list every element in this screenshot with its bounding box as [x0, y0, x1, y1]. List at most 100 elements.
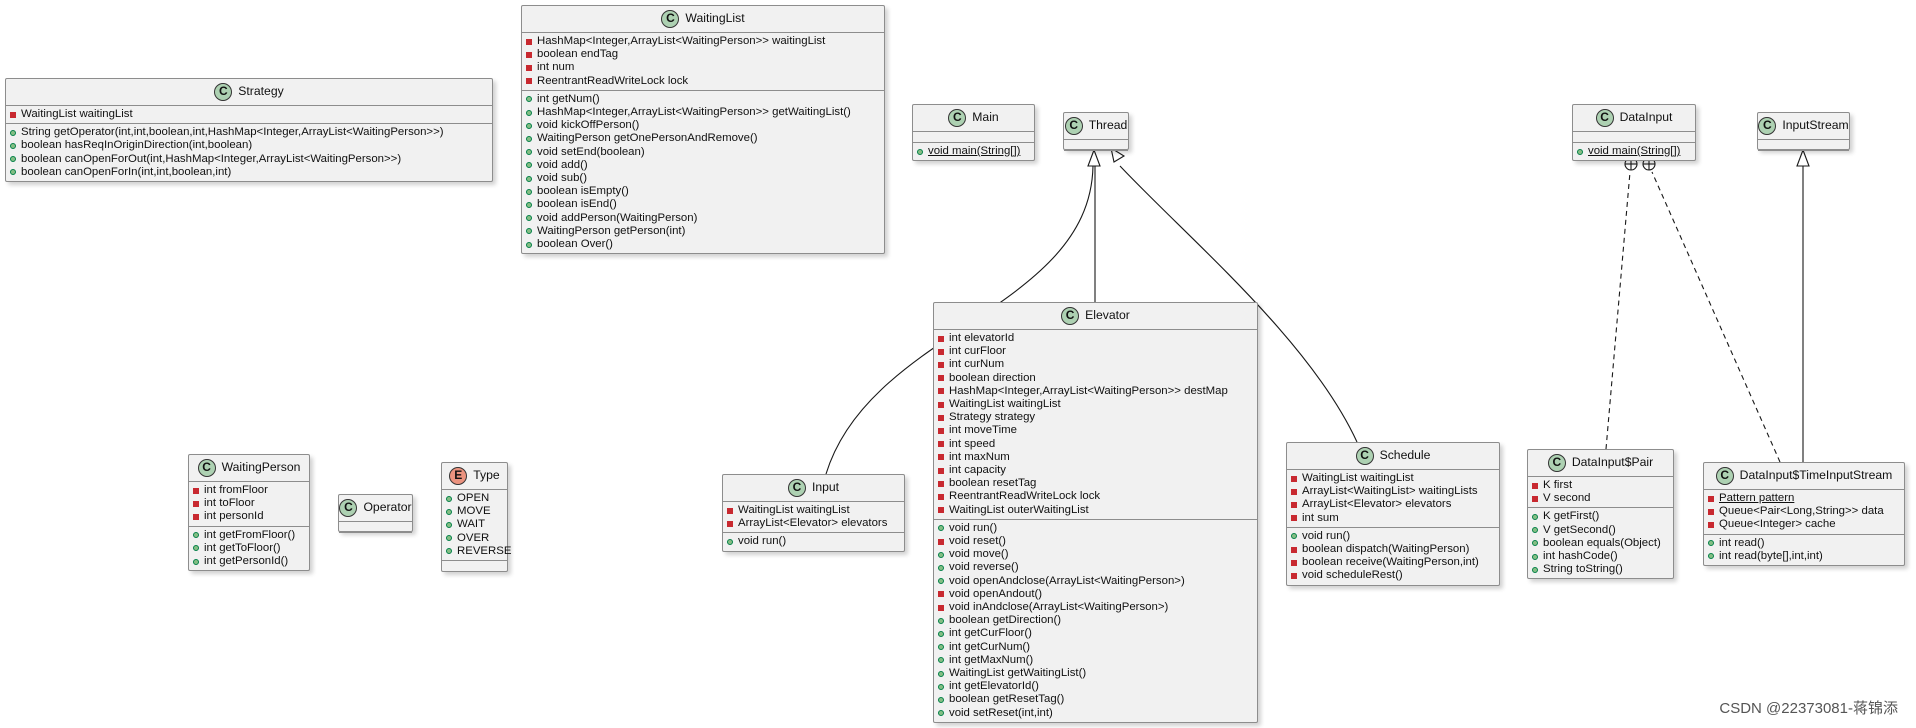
class-main[interactable]: C Main void main(String[])	[912, 104, 1035, 162]
private-visibility-icon	[1708, 522, 1714, 528]
method-row: void run()	[938, 522, 1253, 535]
public-visibility-icon	[10, 143, 16, 149]
private-visibility-icon	[1291, 475, 1297, 482]
methods-section: void main(String[])	[913, 142, 1034, 160]
method-text: void reset()	[949, 535, 1006, 548]
relation-schedule-extends-thread	[1119, 165, 1358, 443]
field-row: boolean direction	[938, 372, 1253, 385]
field-text: int toFloor	[204, 497, 255, 510]
class-stereotype-icon: C	[1758, 117, 1777, 135]
class-stereotype-icon: C	[948, 109, 967, 127]
field-text: ArrayList<WaitingList> waitingLists	[1302, 485, 1478, 498]
methods-section: int read()int read(byte[],int,int)	[1704, 533, 1904, 565]
field-text: int moveTime	[949, 424, 1017, 437]
method-row: int read()	[1708, 537, 1900, 550]
field-row: int capacity	[938, 464, 1253, 477]
field-row: OPEN	[446, 492, 503, 505]
method-text: int getMaxNum()	[949, 653, 1034, 666]
methods-section: int getFromFloor()int getToFloor()int ge…	[189, 525, 309, 571]
class-name: WaitingList	[685, 11, 745, 26]
public-visibility-icon	[1708, 553, 1714, 560]
method-text: WaitingPerson getOnePersonAndRemove()	[537, 132, 758, 145]
method-row: boolean hasReqInOriginDirection(int,bool…	[10, 139, 488, 152]
method-row: boolean equals(Object)	[1532, 537, 1669, 550]
class-name: DataInput$Pair	[1571, 455, 1654, 470]
field-text: ArrayList<Elevator> elevators	[738, 517, 888, 530]
public-visibility-icon	[938, 631, 944, 638]
method-row: boolean Over()	[526, 238, 880, 251]
private-visibility-icon	[727, 520, 733, 527]
private-visibility-icon	[526, 65, 532, 71]
method-text: void reverse()	[949, 561, 1019, 574]
methods-section	[1758, 150, 1849, 161]
method-row: String getOperator(int,int,boolean,int,H…	[10, 126, 488, 139]
private-visibility-icon	[526, 51, 532, 58]
class-name: Main	[972, 110, 999, 125]
field-text: boolean resetTag	[949, 477, 1037, 490]
field-row: REVERSE	[446, 545, 511, 558]
method-text: void run()	[949, 521, 998, 534]
public-visibility-icon	[938, 644, 944, 651]
field-row: MOVE	[446, 505, 503, 518]
private-visibility-icon	[938, 414, 944, 421]
private-visibility-icon	[938, 375, 944, 382]
private-visibility-icon	[938, 494, 944, 501]
method-text: boolean hasReqInOriginDirection(int,bool…	[21, 139, 253, 152]
field-text: boolean direction	[949, 371, 1036, 384]
public-visibility-icon	[1577, 148, 1583, 155]
method-text: int read()	[1719, 536, 1765, 549]
fields-section: WaitingList waitingList	[6, 105, 492, 123]
method-row: int getToFloor()	[193, 542, 305, 555]
field-row: HashMap<Integer,ArrayList<WaitingPerson>…	[526, 35, 880, 48]
public-visibility-icon	[10, 156, 16, 163]
method-row: int getCurFloor()	[938, 627, 1253, 640]
private-visibility-icon	[1291, 502, 1297, 508]
public-visibility-icon	[193, 558, 199, 565]
method-text: boolean getResetTag()	[949, 693, 1065, 706]
public-visibility-icon	[938, 578, 944, 585]
public-visibility-icon	[938, 697, 944, 704]
method-row: void reset()	[938, 535, 1253, 548]
method-row: WaitingList getWaitingList()	[938, 667, 1253, 680]
private-visibility-icon	[526, 78, 532, 85]
private-visibility-icon	[938, 480, 944, 487]
method-text: boolean canOpenForOut(int,HashMap<Intege…	[21, 152, 402, 165]
method-row: void main(String[])	[1577, 145, 1691, 158]
private-visibility-icon	[1708, 508, 1714, 515]
watermark: CSDN @22373081-蒋锦添	[1719, 700, 1898, 717]
inheritance-arrowhead	[1796, 148, 1810, 167]
method-row: void run()	[1291, 530, 1495, 543]
field-text: int sum	[1302, 511, 1339, 524]
field-row: OVER	[446, 532, 503, 545]
fields-section	[1758, 139, 1849, 150]
field-text: WaitingList outerWaitingList	[949, 503, 1089, 516]
method-row: int hashCode()	[1532, 550, 1669, 563]
public-visibility-icon	[446, 508, 452, 515]
method-text: void setReset(int,int)	[949, 706, 1053, 719]
method-row: V getSecond()	[1532, 524, 1669, 537]
field-row: WaitingList waitingList	[727, 504, 900, 517]
field-row: Queue<Integer> cache	[1708, 518, 1900, 531]
field-row: ReentrantReadWriteLock lock	[526, 75, 880, 88]
public-visibility-icon	[1532, 553, 1538, 560]
